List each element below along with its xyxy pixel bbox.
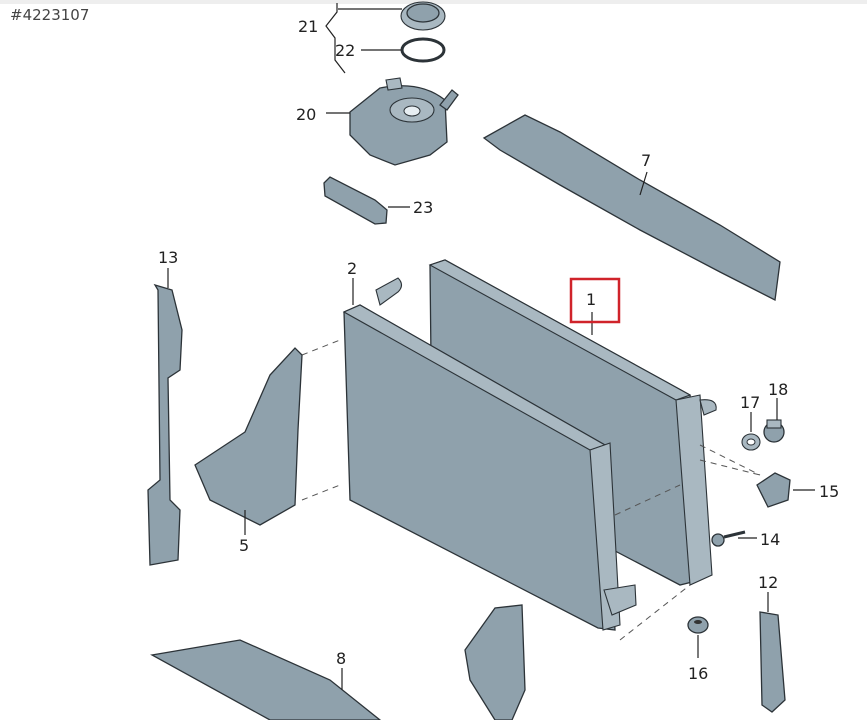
callout-8[interactable]: 8: [336, 649, 346, 668]
callout-5[interactable]: 5: [239, 536, 249, 555]
callout-16[interactable]: 16: [688, 664, 708, 683]
part-23-bracket[interactable]: [323, 176, 388, 225]
part-2-condenser[interactable]: [342, 277, 637, 631]
callout-23[interactable]: 23: [413, 198, 433, 217]
callout-12[interactable]: 12: [758, 573, 778, 592]
callout-1[interactable]: 1: [586, 290, 596, 309]
top-border: [0, 0, 867, 4]
bracket-21: [325, 3, 346, 74]
part-13-side-bracket[interactable]: [147, 283, 183, 566]
callout-2[interactable]: 2: [347, 259, 357, 278]
part-5-air-deflector[interactable]: [194, 347, 303, 526]
part-18-plug[interactable]: [763, 419, 785, 443]
part-number-label: #4223107: [10, 6, 90, 24]
part-22-seal-ring[interactable]: [400, 37, 446, 63]
callout-22[interactable]: 22: [335, 41, 355, 60]
part-14-screw[interactable]: [711, 530, 746, 547]
part-7-air-guide[interactable]: [482, 114, 781, 301]
highlight-box-1: [569, 277, 621, 324]
callout-20[interactable]: 20: [296, 105, 316, 124]
callout-21[interactable]: 21: [298, 17, 318, 36]
callout-13[interactable]: 13: [158, 248, 178, 267]
part-15-bracket[interactable]: [756, 472, 791, 508]
part-12-side-bracket[interactable]: [759, 611, 786, 713]
part-16-rubber-mount[interactable]: [687, 616, 709, 634]
callout-7[interactable]: 7: [641, 151, 651, 170]
lower-center-bracket[interactable]: [464, 604, 526, 720]
callout-14[interactable]: 14: [760, 530, 780, 549]
callout-17[interactable]: 17: [740, 393, 760, 412]
callout-18[interactable]: 18: [768, 380, 788, 399]
part-8-lower-air-guide[interactable]: [150, 639, 382, 720]
part-20-expansion-tank[interactable]: [349, 77, 459, 166]
part-17-grommet[interactable]: [741, 433, 761, 451]
callout-15[interactable]: 15: [819, 482, 839, 501]
part-21-cap[interactable]: [400, 1, 446, 31]
